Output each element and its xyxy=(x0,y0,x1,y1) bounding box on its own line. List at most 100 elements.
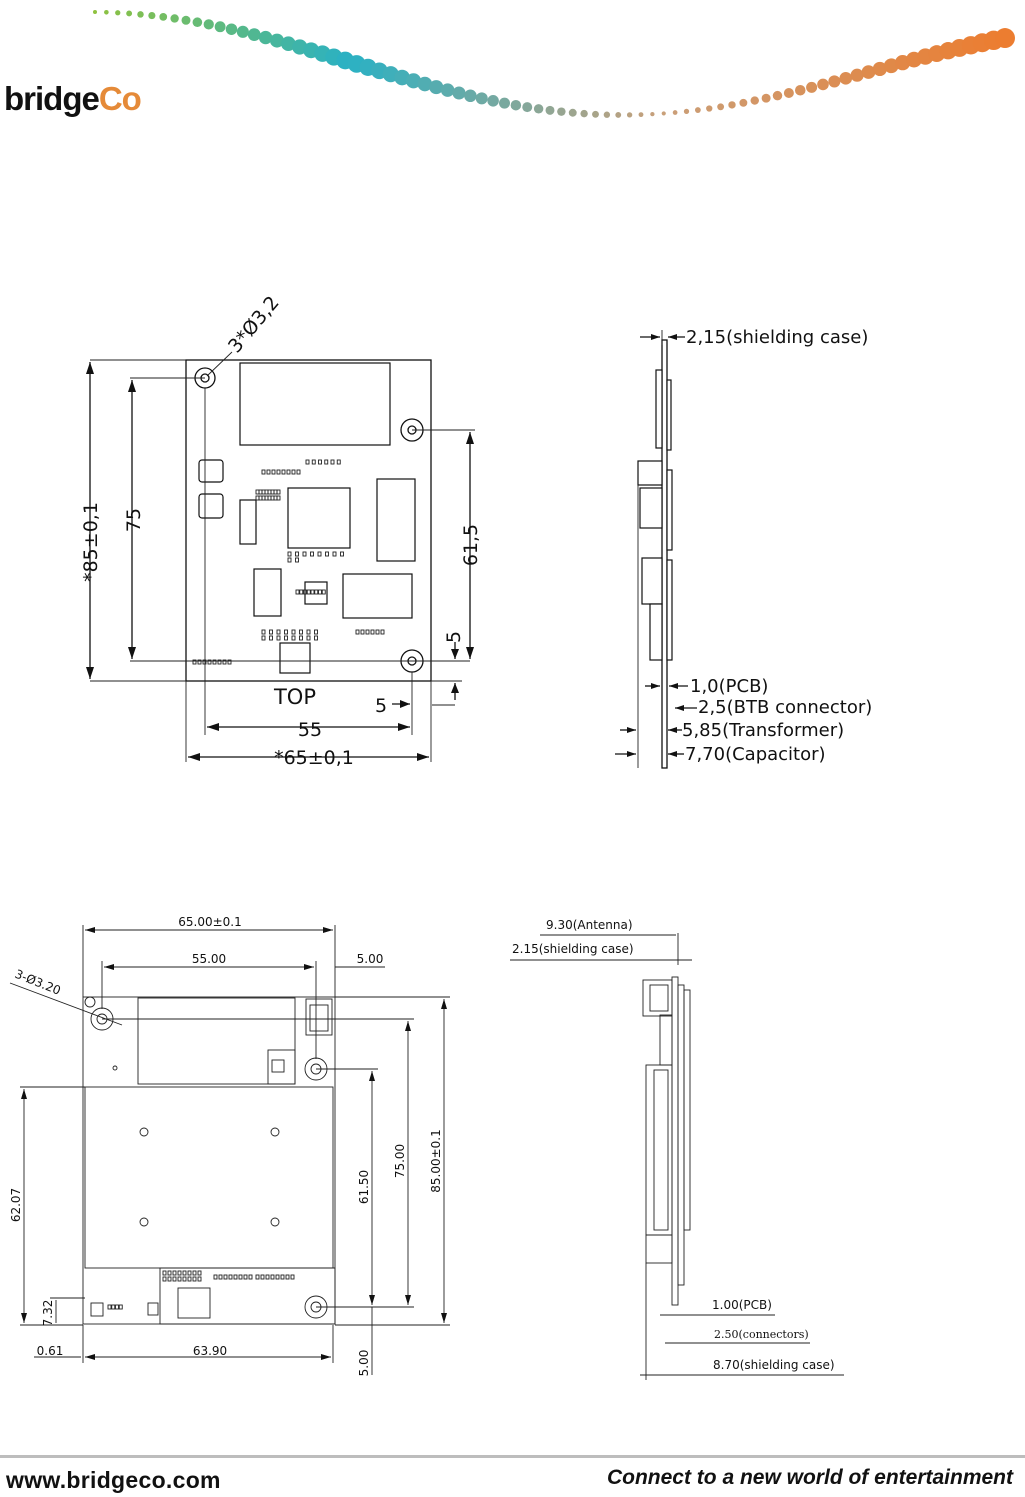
smd-component xyxy=(243,1274,248,1280)
smd-component xyxy=(238,1274,243,1280)
smd-component xyxy=(284,635,288,641)
smd-component xyxy=(299,629,303,635)
dim2-75-00: 75.00 xyxy=(393,1144,407,1178)
smd-component xyxy=(258,495,263,501)
smd-component xyxy=(285,1274,290,1280)
wave-dot xyxy=(126,10,133,17)
smd-component xyxy=(375,629,380,635)
smd-component xyxy=(310,589,315,595)
smd-component xyxy=(314,635,318,641)
smd-component xyxy=(264,489,269,495)
smd-component xyxy=(296,469,301,475)
smd-component xyxy=(197,659,202,665)
smd-component xyxy=(321,589,326,595)
wave-dot xyxy=(794,84,806,96)
logo-text-bridge: bridge xyxy=(4,80,100,117)
wave-dot xyxy=(159,13,168,21)
wave-dot xyxy=(772,90,783,101)
dim-75: 75 xyxy=(123,508,145,532)
wave-dot xyxy=(694,107,701,113)
wave-dot xyxy=(181,15,191,25)
hole-callout: 3*Ø3,2 xyxy=(224,292,284,357)
side-view-drawing-1: 2,15(shielding case) 1,0(PCB) 2,5(BTB co… xyxy=(615,327,872,769)
main-chip xyxy=(287,487,351,549)
smd-component xyxy=(255,495,260,501)
dim2-0-61: 0.61 xyxy=(37,1344,64,1358)
wave-dot xyxy=(533,104,544,114)
side2-connectors: 2.50(connectors) xyxy=(714,1328,809,1341)
wave-dot xyxy=(545,105,555,115)
wave-dot xyxy=(522,102,533,113)
wave-dot xyxy=(137,11,144,18)
footer-tagline: Connect to a new world of entertainment xyxy=(606,1466,1013,1489)
smd-component xyxy=(299,589,304,595)
smd-component xyxy=(269,635,273,641)
smd-component xyxy=(273,495,278,501)
smd-component xyxy=(360,629,365,635)
side2-shielding: 2.15(shielding case) xyxy=(512,942,634,956)
smd-component xyxy=(336,459,341,465)
smd-component xyxy=(355,629,360,635)
smd-component xyxy=(167,1270,172,1276)
smd-component xyxy=(291,629,296,635)
smd-component xyxy=(271,469,276,475)
smd-component xyxy=(318,589,322,595)
footer-url-link[interactable]: www.bridgeco.com xyxy=(6,1467,221,1493)
wave-dot xyxy=(148,11,156,20)
top-label: TOP xyxy=(273,685,316,709)
width-dimension: *65±0,1 xyxy=(274,747,354,769)
smd-component xyxy=(286,469,291,475)
smd-component xyxy=(295,589,300,595)
top-view-drawing-1: *85±0,1 75 61,5 5 TOP 3*Ø3,2 5 55 *65±0,… xyxy=(80,292,482,769)
smd-component xyxy=(111,1304,116,1310)
wave-dot xyxy=(104,9,109,15)
wave-dot xyxy=(603,111,611,118)
wave-dot xyxy=(557,107,566,116)
wave-dot xyxy=(510,99,522,111)
smd-component xyxy=(267,495,272,501)
smd-component xyxy=(305,459,310,465)
smd-component xyxy=(207,659,212,665)
chip xyxy=(376,478,416,562)
smd-component xyxy=(340,551,344,557)
smd-component xyxy=(227,659,232,665)
height-dimension: *85±0,1 xyxy=(80,502,102,582)
smd-component xyxy=(306,635,311,641)
dim2-width: 65.00±0.1 xyxy=(178,915,242,929)
smd-component xyxy=(213,1274,218,1280)
smd-component xyxy=(276,489,281,495)
smd-component xyxy=(325,551,329,557)
wave-dot xyxy=(192,17,203,28)
smd-component xyxy=(270,495,275,501)
smd-component xyxy=(261,635,266,641)
side2-antenna: 9.30(Antenna) xyxy=(546,918,633,932)
smd-component xyxy=(223,1274,228,1280)
smd-component xyxy=(264,495,269,501)
side1-btb: 2,5(BTB connector) xyxy=(698,697,872,718)
wave-dot xyxy=(499,97,510,109)
side-view-drawing-2: 9.30(Antenna) 2.15(shielding case) 1.00(… xyxy=(510,918,844,1380)
smd-component xyxy=(192,659,197,665)
wave-dot xyxy=(170,14,179,23)
side1-pcb: 1,0(PCB) xyxy=(690,676,768,697)
board-outline xyxy=(185,359,432,682)
smd-component xyxy=(260,1274,265,1280)
smd-component xyxy=(261,495,266,501)
smd-component xyxy=(192,1270,197,1276)
smd-component xyxy=(318,459,322,465)
wave-dot xyxy=(761,93,771,103)
smd-component xyxy=(275,1274,280,1280)
dim-5-vertical: 5 xyxy=(443,631,465,643)
smd-component xyxy=(233,1274,238,1280)
wave-dot xyxy=(440,83,455,97)
smd-component xyxy=(284,629,288,635)
wave-dot xyxy=(650,111,655,117)
header-wave-decoration xyxy=(93,9,1015,118)
wave-dot xyxy=(258,30,273,45)
bridgeco-logo: bridgeCo xyxy=(4,80,142,118)
wave-dot xyxy=(638,112,644,118)
smd-component xyxy=(265,1274,270,1280)
smd-component xyxy=(270,489,275,495)
side1-shielding: 2,15(shielding case) xyxy=(686,327,868,348)
smd-component xyxy=(187,1276,192,1282)
